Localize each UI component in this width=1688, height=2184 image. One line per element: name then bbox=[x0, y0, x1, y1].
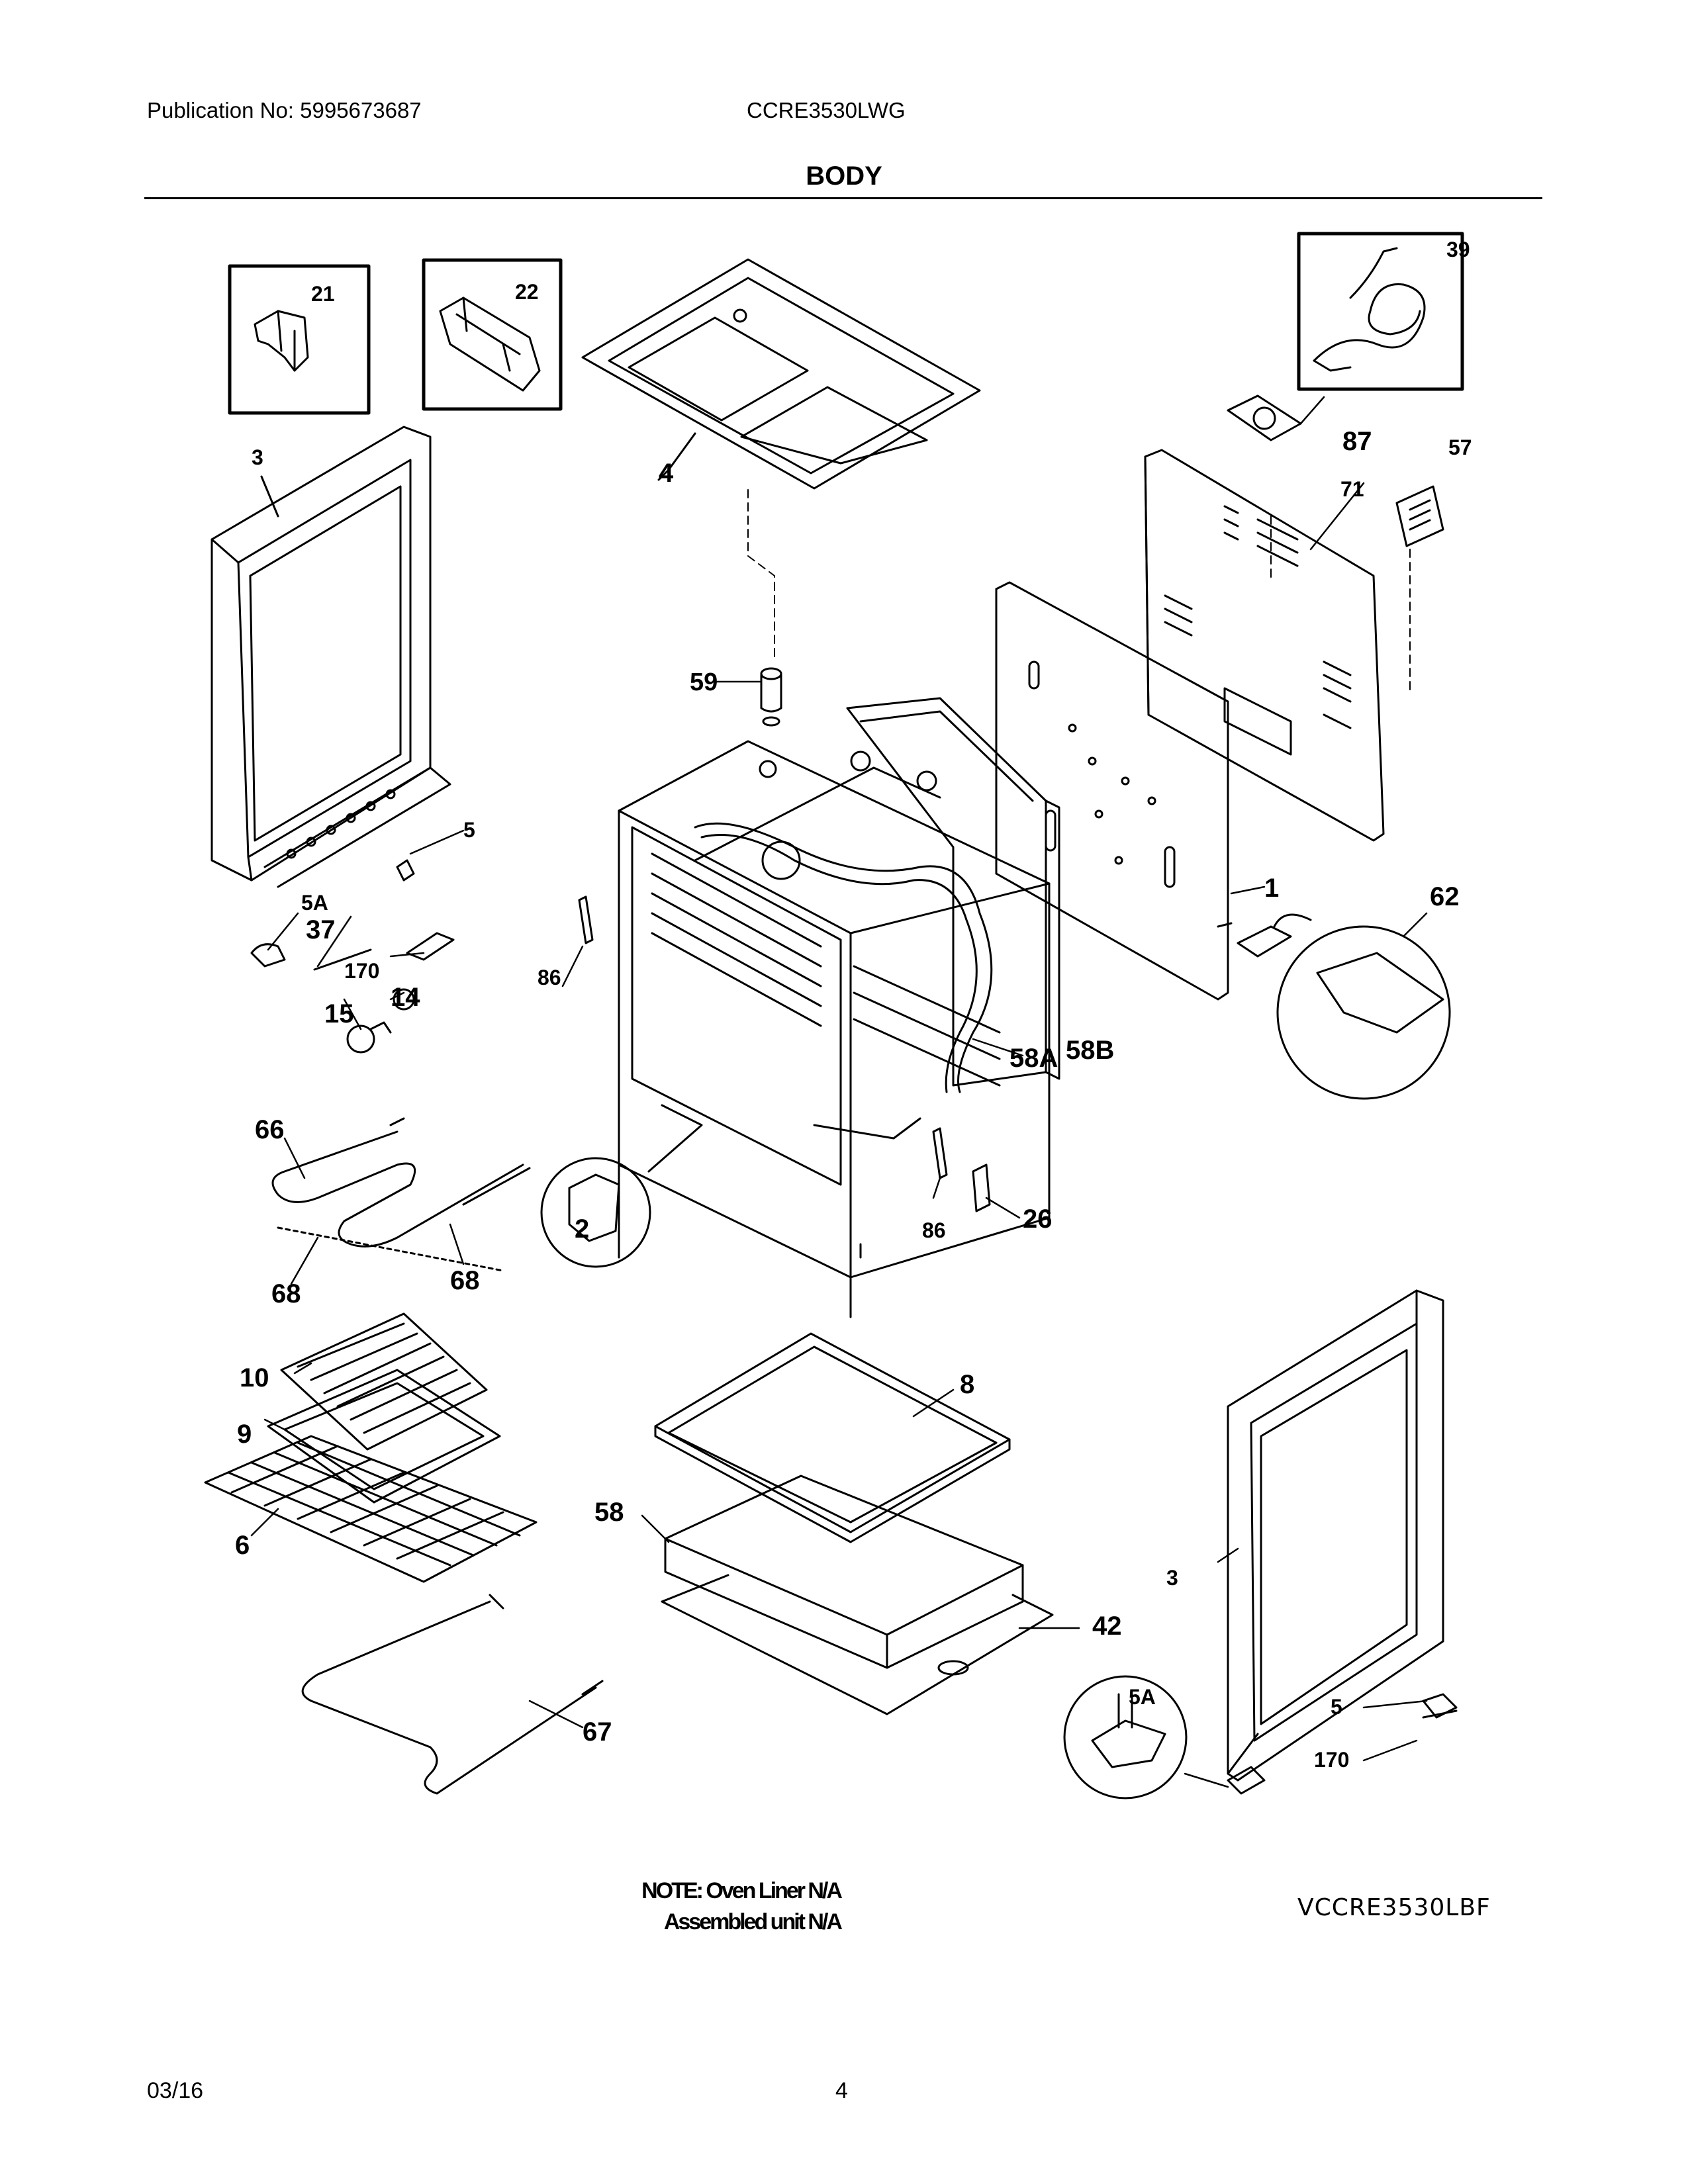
part-1-oven-body bbox=[618, 740, 1051, 1318]
part-57-cover bbox=[1395, 485, 1444, 696]
callout-68-right: 68 bbox=[450, 1266, 480, 1295]
callout-5a-left: 5A bbox=[301, 891, 328, 915]
callout-3-left: 3 bbox=[252, 445, 263, 469]
callout-66: 66 bbox=[255, 1115, 285, 1144]
callout-5a-right: 5A bbox=[1129, 1685, 1156, 1709]
diagram-model-code: VCCRE3530LBF bbox=[1297, 1894, 1491, 1921]
part-21-box bbox=[228, 264, 371, 415]
callout-42: 42 bbox=[1092, 1612, 1122, 1641]
part-6-oven-rack bbox=[204, 1435, 538, 1583]
callout-71: 71 bbox=[1340, 477, 1364, 501]
callout-4: 4 bbox=[659, 459, 674, 488]
callout-2: 2 bbox=[575, 1214, 589, 1244]
footer-date: 03/16 bbox=[147, 2078, 204, 2103]
part-67-bake-element bbox=[301, 1594, 604, 1795]
callout-5-left: 5 bbox=[463, 818, 475, 842]
callout-58: 58 bbox=[594, 1498, 624, 1527]
part-42-bottom-panel bbox=[661, 1574, 1054, 1715]
callout-21: 21 bbox=[311, 282, 335, 306]
callout-5-right: 5 bbox=[1331, 1695, 1342, 1719]
callout-15: 15 bbox=[324, 999, 354, 1028]
callout-58a: 58A bbox=[1009, 1044, 1058, 1073]
callout-9: 9 bbox=[237, 1420, 252, 1449]
callout-22: 22 bbox=[515, 280, 539, 304]
part-9-broil-pan bbox=[267, 1369, 501, 1504]
hardware-5-5a-14-15-37-170 bbox=[250, 859, 1458, 1795]
callout-3-right: 3 bbox=[1166, 1566, 1178, 1590]
callout-14: 14 bbox=[391, 983, 420, 1012]
part-87-plate bbox=[1227, 394, 1302, 441]
part-59-post bbox=[760, 667, 782, 727]
callout-8: 8 bbox=[960, 1370, 974, 1399]
part-62-detail-circle bbox=[1237, 913, 1451, 1100]
part-8-oven-bottom bbox=[654, 1332, 1011, 1543]
section-title: BODY bbox=[806, 161, 882, 191]
callout-62: 62 bbox=[1430, 882, 1460, 911]
callout-170-right: 170 bbox=[1314, 1748, 1349, 1772]
callout-87: 87 bbox=[1342, 427, 1372, 456]
part-66-broil-element bbox=[271, 1117, 531, 1272]
page-number: 4 bbox=[835, 2078, 848, 2103]
part-71-upper-rear-panel bbox=[1144, 449, 1385, 842]
callout-86-right: 86 bbox=[922, 1218, 946, 1242]
callout-26: 26 bbox=[1023, 1205, 1053, 1234]
part-22-box bbox=[422, 258, 563, 411]
callout-67: 67 bbox=[583, 1717, 612, 1747]
part-5a-detail-circle bbox=[1063, 1675, 1188, 1799]
callout-59: 59 bbox=[690, 668, 718, 696]
publication-number: Publication No: 5995673687 bbox=[147, 98, 422, 122]
part-4-top-panel bbox=[581, 258, 981, 662]
header-rule bbox=[144, 197, 1542, 199]
callout-57: 57 bbox=[1448, 435, 1472, 459]
note-assembled-unit: Assembled unit N/A bbox=[663, 1909, 843, 1934]
callout-58b: 58B bbox=[1066, 1036, 1114, 1065]
part-1-rear-panel bbox=[995, 581, 1233, 1001]
callout-170-left: 170 bbox=[344, 959, 379, 983]
model-number: CCRE3530LWG bbox=[747, 98, 906, 122]
callout-68-left: 68 bbox=[271, 1279, 301, 1308]
part-39-box bbox=[1297, 232, 1464, 391]
callout-86-left: 86 bbox=[538, 966, 561, 989]
part-3-right-side-panel bbox=[1227, 1289, 1444, 1782]
leader-lines bbox=[250, 396, 1428, 1788]
part-58a-58b-insulation bbox=[846, 697, 1060, 1087]
part-3-left-side-panel bbox=[211, 426, 451, 888]
callout-10: 10 bbox=[240, 1363, 269, 1392]
callout-37: 37 bbox=[306, 915, 336, 944]
callout-6: 6 bbox=[235, 1531, 250, 1560]
part-2-detail-circle bbox=[540, 1104, 703, 1268]
part-10-broil-pan-insert bbox=[280, 1312, 488, 1451]
note-oven-liner: NOTE: Oven Liner N/A bbox=[641, 1878, 843, 1903]
part-58-bottom-insulation bbox=[664, 1475, 1024, 1669]
callout-labels: 21 22 39 87 57 71 3 4 59 5 5A 37 170 86 … bbox=[235, 238, 1472, 1772]
callout-39: 39 bbox=[1446, 238, 1470, 261]
callout-1: 1 bbox=[1264, 874, 1279, 903]
